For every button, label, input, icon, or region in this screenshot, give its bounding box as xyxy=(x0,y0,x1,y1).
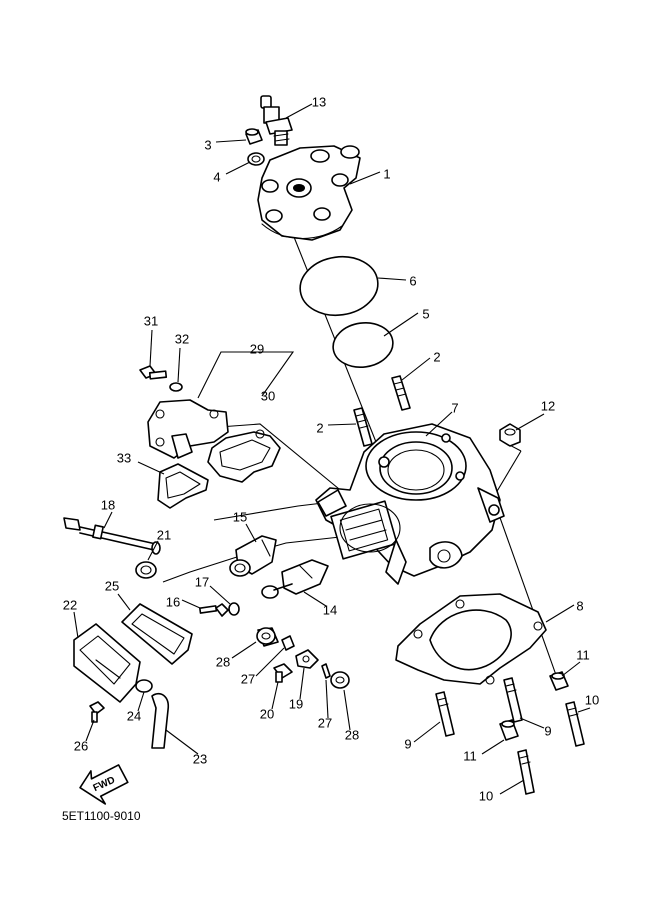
part-label-24: 24 xyxy=(127,708,141,723)
forward-arrow-icon: FWD xyxy=(79,764,129,805)
long-stud-right xyxy=(565,701,585,747)
part-label-28: 28 xyxy=(216,654,230,669)
part-label-9: 9 xyxy=(544,723,551,738)
part-label-18: 18 xyxy=(101,497,115,512)
head-o-ring-small xyxy=(332,322,394,368)
hose-clamp xyxy=(135,679,153,693)
part-label-6: 6 xyxy=(409,273,416,288)
base-stud-left xyxy=(435,691,455,737)
reed-cover-gasket xyxy=(207,429,281,483)
long-stud-left xyxy=(517,749,535,795)
valve-cover-gasket xyxy=(121,603,193,665)
part-label-26: 26 xyxy=(74,738,88,753)
part-label-12: 12 xyxy=(541,398,555,413)
part-label-2: 2 xyxy=(316,420,323,435)
part-label-2: 2 xyxy=(433,349,440,364)
part-label-4: 4 xyxy=(213,169,220,184)
part-label-15: 15 xyxy=(233,509,247,524)
link-bolt xyxy=(273,663,293,683)
diagram-code: 5ET1100-9010 xyxy=(62,809,141,823)
exhaust-valve-right xyxy=(261,559,329,599)
collar-left xyxy=(256,627,279,647)
part-label-20: 20 xyxy=(260,706,274,721)
part-label-14: 14 xyxy=(323,602,337,617)
part-label-33: 33 xyxy=(117,450,131,465)
flange-nut xyxy=(499,423,521,447)
reed-seal xyxy=(157,463,209,509)
pin-right xyxy=(321,663,331,679)
head-o-ring-large xyxy=(299,255,379,317)
part-label-9: 9 xyxy=(404,736,411,751)
part-label-27: 27 xyxy=(241,671,255,686)
part-label-11: 11 xyxy=(576,647,590,662)
part-label-28: 28 xyxy=(345,727,359,742)
leader-lines xyxy=(73,103,591,795)
valve-o-ring xyxy=(228,602,240,616)
cover-bolt xyxy=(139,365,168,380)
valve-link xyxy=(295,649,319,669)
stud-bolt-lower xyxy=(353,407,373,447)
stud-bolt-upper xyxy=(391,375,411,411)
part-label-31: 31 xyxy=(144,313,158,328)
part-label-17: 17 xyxy=(195,574,209,589)
part-label-11: 11 xyxy=(463,748,477,763)
cylinder-head xyxy=(257,145,361,241)
part-label-21: 21 xyxy=(157,527,171,542)
cover-washer xyxy=(169,382,183,392)
part-label-10: 10 xyxy=(585,692,599,707)
part-label-5: 5 xyxy=(422,306,429,321)
base-stud-right xyxy=(503,677,523,723)
part-label-7: 7 xyxy=(451,400,458,415)
power-valve-shaft xyxy=(63,517,161,555)
part-label-22: 22 xyxy=(63,597,77,612)
part-label-29: 29 xyxy=(250,341,264,356)
spark-plug xyxy=(260,95,293,146)
breather-hose xyxy=(151,692,170,749)
cover-screw xyxy=(89,701,105,723)
part-label-10: 10 xyxy=(479,788,493,803)
pin-left xyxy=(281,635,295,651)
base-nut-left xyxy=(499,719,519,741)
shaft-bushing xyxy=(135,561,157,579)
part-label-16: 16 xyxy=(166,594,180,609)
part-label-32: 32 xyxy=(175,331,189,346)
valve-bolt xyxy=(198,603,229,617)
cap-bolt xyxy=(245,128,263,145)
valve-cover xyxy=(73,623,141,703)
part-label-19: 19 xyxy=(289,696,303,711)
washer xyxy=(247,152,265,166)
part-label-1: 1 xyxy=(383,166,390,181)
cylinder xyxy=(315,423,505,585)
base-nut-right xyxy=(549,671,569,691)
part-label-8: 8 xyxy=(576,598,583,613)
part-label-23: 23 xyxy=(193,751,207,766)
part-label-27: 27 xyxy=(318,715,332,730)
part-label-13: 13 xyxy=(312,94,326,109)
cylinder-base-gasket xyxy=(395,593,547,685)
exhaust-valve-left xyxy=(229,535,277,577)
part-label-30: 30 xyxy=(261,388,275,403)
part-label-3: 3 xyxy=(204,137,211,152)
reed-cover-plate xyxy=(147,399,229,459)
collar-right xyxy=(330,671,350,689)
part-label-25: 25 xyxy=(105,578,119,593)
